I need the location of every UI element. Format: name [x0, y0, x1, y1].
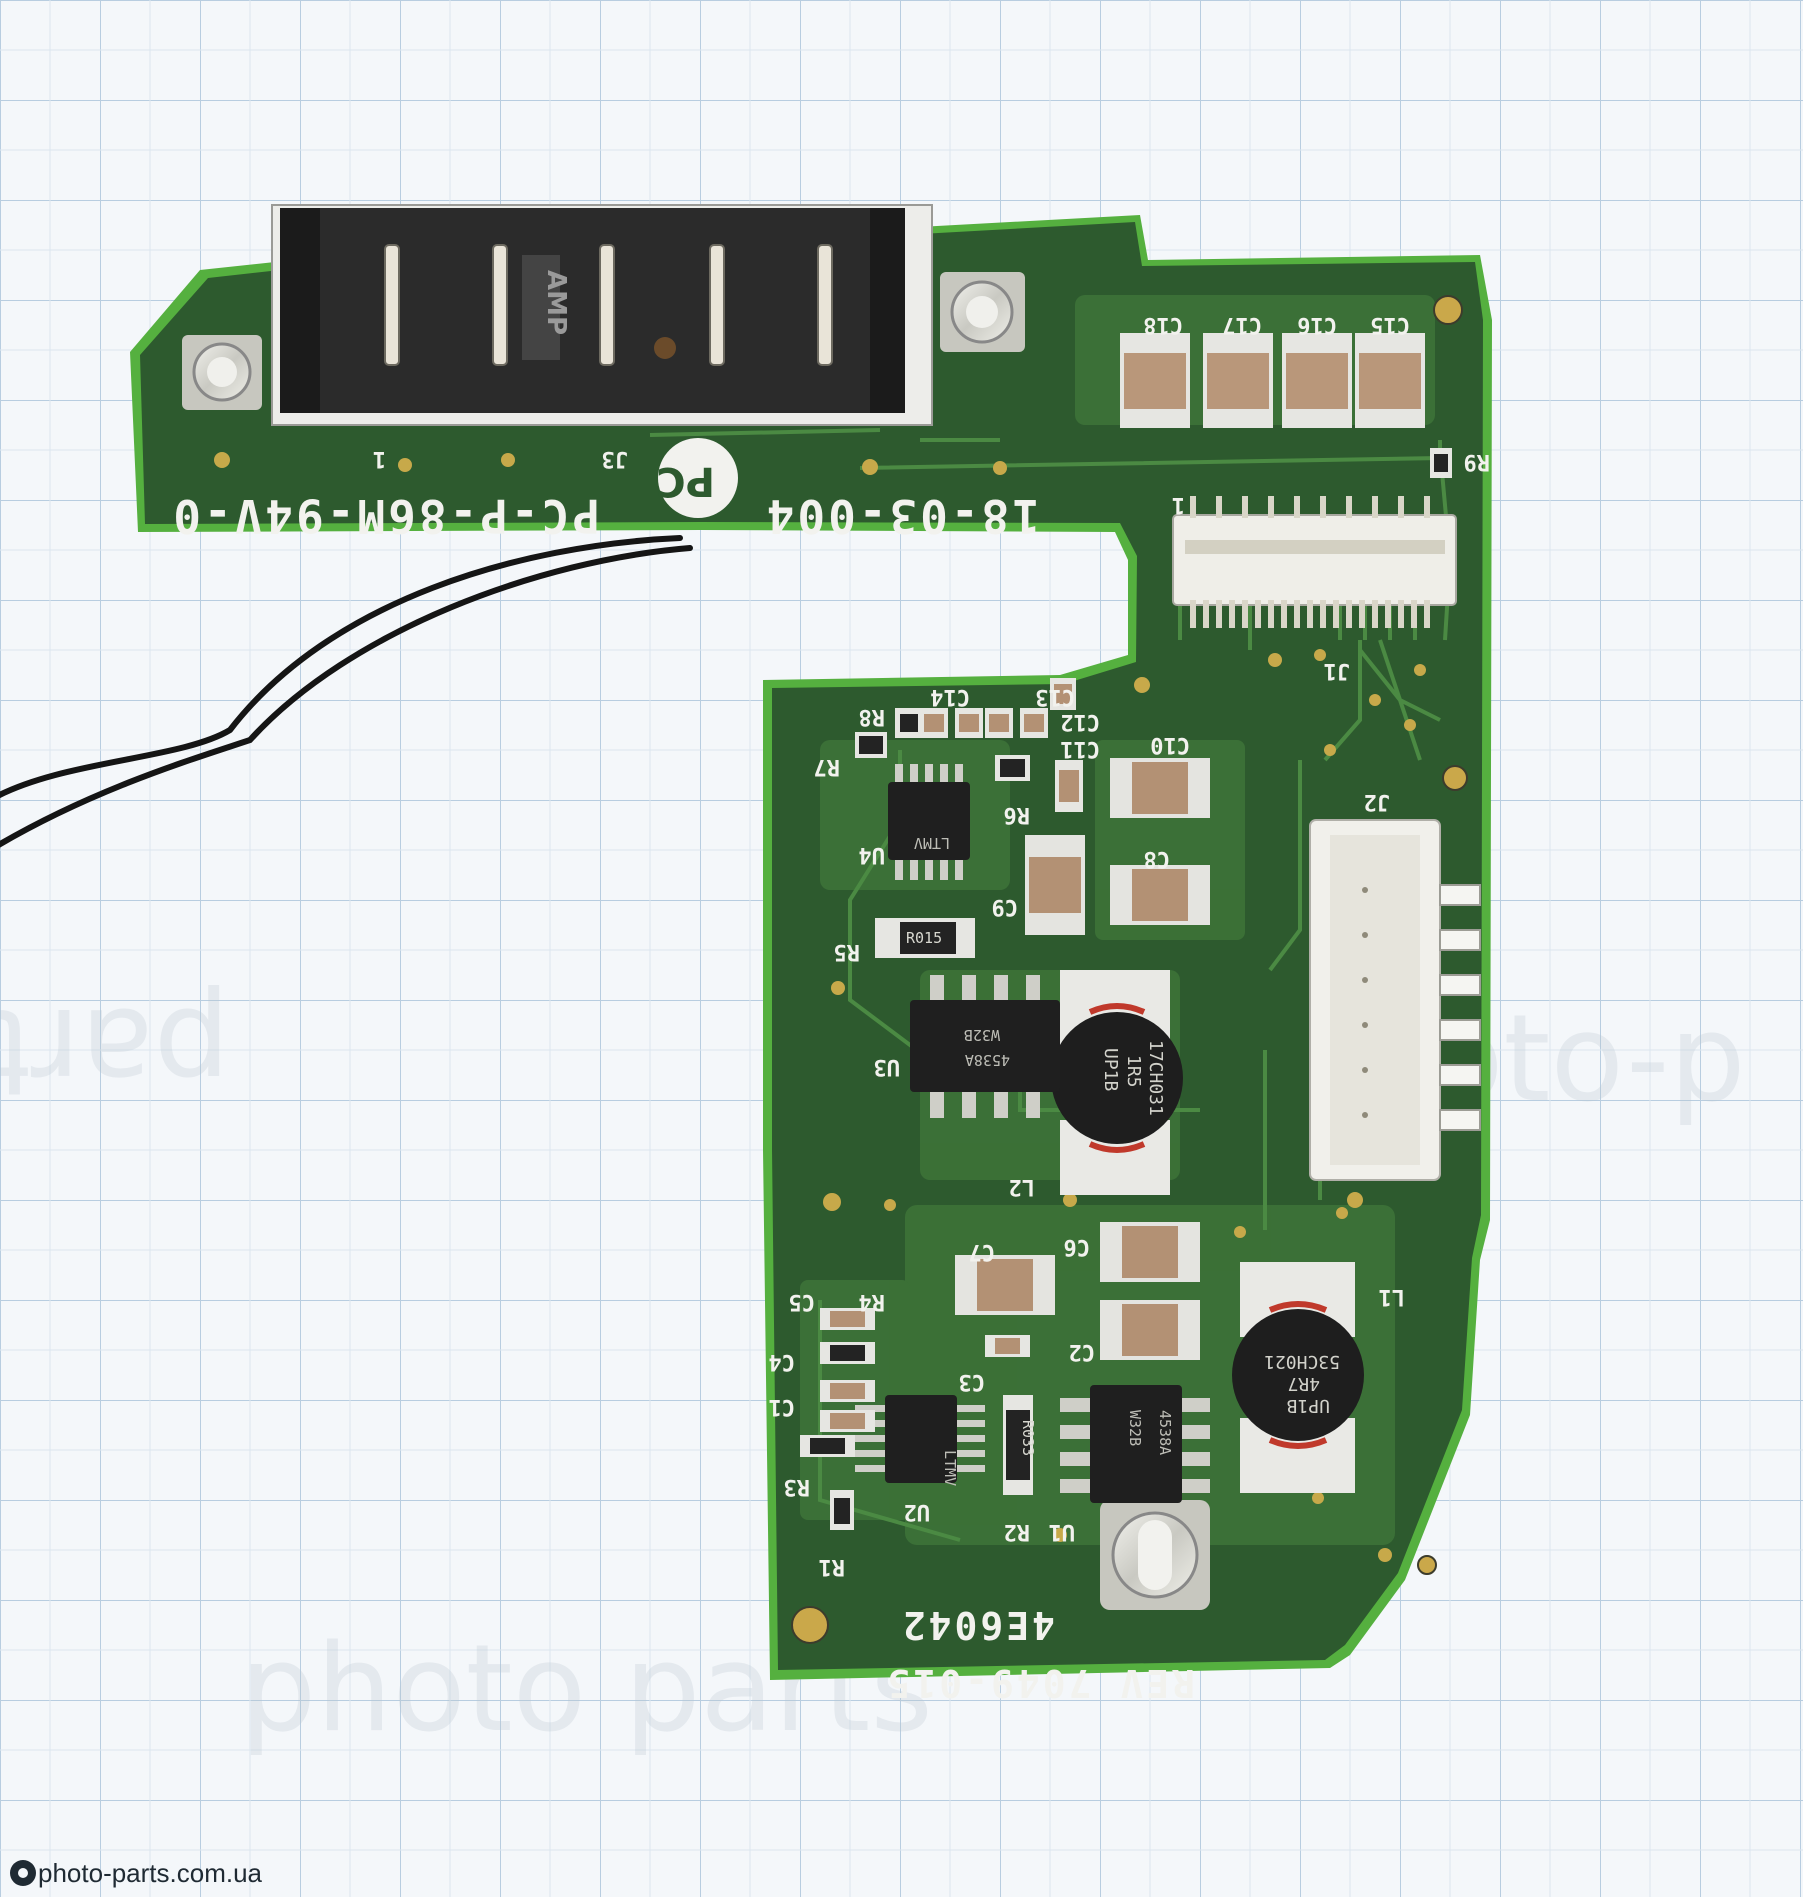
watermark-left: parts: [0, 981, 230, 1120]
site-watermark: photo-parts.com.ua: [10, 1855, 262, 1891]
ref-r3: R3: [784, 1474, 811, 1499]
ref-r6: R6: [1004, 802, 1031, 827]
ref-c10: C10: [1150, 732, 1190, 757]
site-logo-icon: [10, 1860, 36, 1886]
ref-c16: C16: [1297, 312, 1337, 337]
ref-c14: C14: [930, 684, 970, 709]
ref-r4: R4: [859, 1289, 886, 1314]
ic-u4: [888, 764, 970, 880]
ic-u3: [910, 975, 1060, 1118]
u3-marking-2: W32B: [964, 1026, 1000, 1044]
component-markings: LTMV LTMV 4538A W32B 4538A W32B R015 R03…: [906, 834, 1174, 1486]
connector-j2: [1309, 819, 1481, 1181]
ref-j1: J1: [1324, 658, 1351, 683]
ic-u2: [855, 1395, 985, 1483]
l2-marking-2: 1R5: [1123, 1055, 1144, 1088]
site-url: photo-parts.com.ua: [38, 1857, 263, 1888]
capacitor-c7: [955, 1255, 1055, 1315]
capacitor-c8: [1110, 865, 1210, 925]
r5-marking: R015: [906, 929, 942, 947]
via-holes-small: [214, 452, 1426, 1562]
mounting-hole-top-left: [182, 335, 262, 410]
ref-c11: C11: [1060, 736, 1100, 761]
mounting-hole-bottom: [1100, 1500, 1210, 1610]
inductor-markings: UP1B 1R5 17CH031 UP1B 4R7 53CH021: [1100, 1040, 1340, 1416]
l1-marking-3: 53CH021: [1264, 1351, 1340, 1372]
mounting-hole-top-middle: [940, 272, 1025, 352]
brand-logo: PC: [656, 438, 738, 518]
ref-r9: R9: [1464, 449, 1491, 474]
silkscreen-refs: J3 1 1 J1 J2 C18 C17 C16 C15 R9 R8 R7 C1…: [373, 312, 1490, 1579]
capacitor-row-top: [1120, 333, 1425, 428]
ref-c12: C12: [1060, 709, 1100, 734]
ref-r8: R8: [859, 704, 886, 729]
ref-u1: U1: [1049, 1519, 1076, 1544]
connector-j1: [1172, 496, 1457, 628]
connector-j3: AMP: [271, 204, 933, 426]
ref-c8: C8: [1144, 846, 1171, 871]
u1-marking-2: W32B: [1126, 1410, 1144, 1446]
board-revision: REV 7049-015: [884, 1661, 1195, 1705]
capacitor-c2: [1100, 1300, 1200, 1360]
connector-j3-mark: AMP: [541, 270, 571, 335]
ref-c5: C5: [789, 1289, 816, 1314]
ref-r2: R2: [1004, 1519, 1031, 1544]
inductor-l1: [1232, 1262, 1364, 1493]
ref-u4: U4: [859, 842, 886, 867]
ref-c13: C13: [1035, 684, 1075, 709]
board-code-number: 18-03-004: [764, 489, 1040, 543]
ref-l2: L2: [1009, 1174, 1036, 1199]
ref-c3: C3: [959, 1369, 986, 1394]
ref-c9: C9: [992, 894, 1019, 919]
board-part-number: 4E6042: [900, 1603, 1055, 1647]
ref-r7: R7: [814, 754, 841, 779]
ref-pin1-j1: 1: [1172, 492, 1185, 517]
ref-j3: J3: [602, 446, 629, 471]
u4-marking: LTMV: [914, 834, 950, 852]
l1-marking-1: UP1B: [1287, 1395, 1330, 1416]
board-code-main: PC-P-86M-94V-0: [170, 489, 600, 543]
ref-c4: C4: [769, 1349, 796, 1374]
l2-marking-3: 17CH031: [1145, 1040, 1166, 1116]
u2-marking: LTMV: [941, 1450, 959, 1486]
ref-c18: C18: [1143, 312, 1183, 337]
u1-marking-1: 4538A: [1156, 1410, 1174, 1455]
wire-pair: [0, 535, 693, 848]
inductor-l2: [1051, 970, 1183, 1195]
r2-marking: R033: [1019, 1420, 1037, 1456]
svg-text:PC: PC: [656, 458, 715, 504]
ref-c17: C17: [1222, 312, 1262, 337]
ic-u1: [1060, 1385, 1210, 1503]
ref-j2: J2: [1364, 789, 1391, 814]
l2-marking-1: UP1B: [1100, 1048, 1121, 1091]
ref-c7: C7: [969, 1239, 996, 1264]
ref-c2: C2: [1069, 1339, 1096, 1364]
silkscreen-board-codes: PC-P-86M-94V-0 18-03-004 REV 7049-015 4E…: [170, 489, 1195, 1705]
capacitor-c9: [1025, 835, 1085, 935]
ref-c1: C1: [769, 1394, 796, 1419]
ref-l1: L1: [1379, 1284, 1406, 1309]
ref-pin1-j3: 1: [373, 446, 386, 471]
capacitor-c10: [1110, 758, 1210, 818]
u3-marking-1: 4538A: [965, 1051, 1010, 1069]
capacitor-c6: [1100, 1222, 1200, 1282]
l1-marking-2: 4R7: [1287, 1373, 1320, 1394]
ref-c6: C6: [1064, 1234, 1091, 1259]
via-holes-large: [791, 295, 1468, 1644]
ref-r1: R1: [819, 1554, 846, 1579]
ref-r5: R5: [834, 939, 861, 964]
ref-c15: C15: [1370, 312, 1410, 337]
ref-u3: U3: [874, 1054, 901, 1079]
resistors-small: [800, 448, 1452, 1530]
ref-u2: U2: [904, 1499, 931, 1524]
